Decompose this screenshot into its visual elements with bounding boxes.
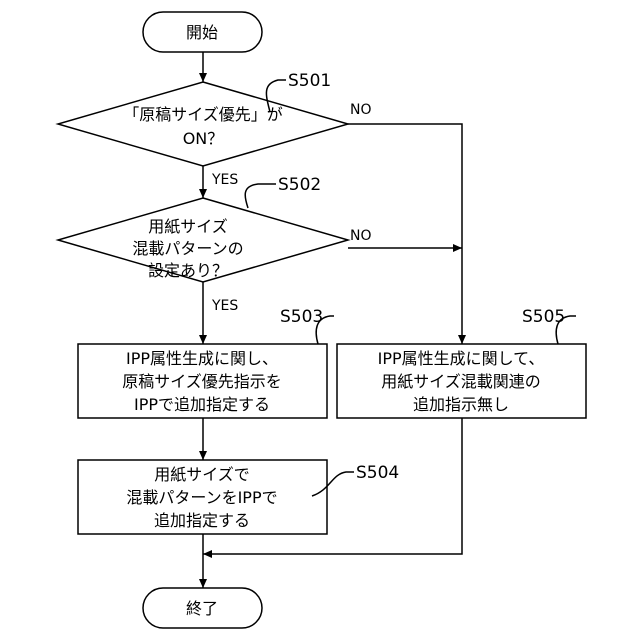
decision-s502-line-1: 用紙サイズ xyxy=(148,217,228,236)
start-label: 開始 xyxy=(186,23,218,42)
step-label-s502: S502 xyxy=(278,175,321,195)
edge-label-yes-2: YES xyxy=(211,298,238,314)
decision-s501 xyxy=(58,82,348,166)
process-s504-line-3: 追加指定する xyxy=(154,511,250,530)
step-label-s505: S505 xyxy=(522,307,565,327)
process-s503-line-1: IPP属性生成に関し、 xyxy=(126,349,278,368)
process-s505-line-3: 追加指示無し xyxy=(413,395,509,414)
step-label-s503: S503 xyxy=(280,307,323,327)
end-label: 終了 xyxy=(186,599,218,618)
process-s503-line-3: IPPで追加指定する xyxy=(134,395,270,414)
decision-s502-line-2: 混載パターンの xyxy=(132,239,243,258)
leader-s502 xyxy=(245,184,276,208)
process-s505-line-2: 用紙サイズ混載関連の xyxy=(381,372,541,391)
step-label-s501: S501 xyxy=(288,71,331,91)
process-s505-line-1: IPP属性生成に関して、 xyxy=(378,349,545,368)
edge-label-yes-1: YES xyxy=(211,172,238,188)
decision-s501-line-1: 「原稿サイズ優先」が xyxy=(123,105,283,124)
process-s503-line-2: 原稿サイズ優先指示を xyxy=(122,372,282,391)
process-s504-line-1: 用紙サイズで xyxy=(154,465,250,484)
edge-label-no-1: NO xyxy=(350,102,372,118)
decision-s502-line-3: 設定あり？ xyxy=(148,261,228,280)
decision-s501-line-2: ON？ xyxy=(183,129,224,148)
process-s504-line-2: 混載パターンをIPPで xyxy=(126,488,277,507)
edge-label-no-2: NO xyxy=(350,228,372,244)
step-label-s504: S504 xyxy=(356,463,399,483)
